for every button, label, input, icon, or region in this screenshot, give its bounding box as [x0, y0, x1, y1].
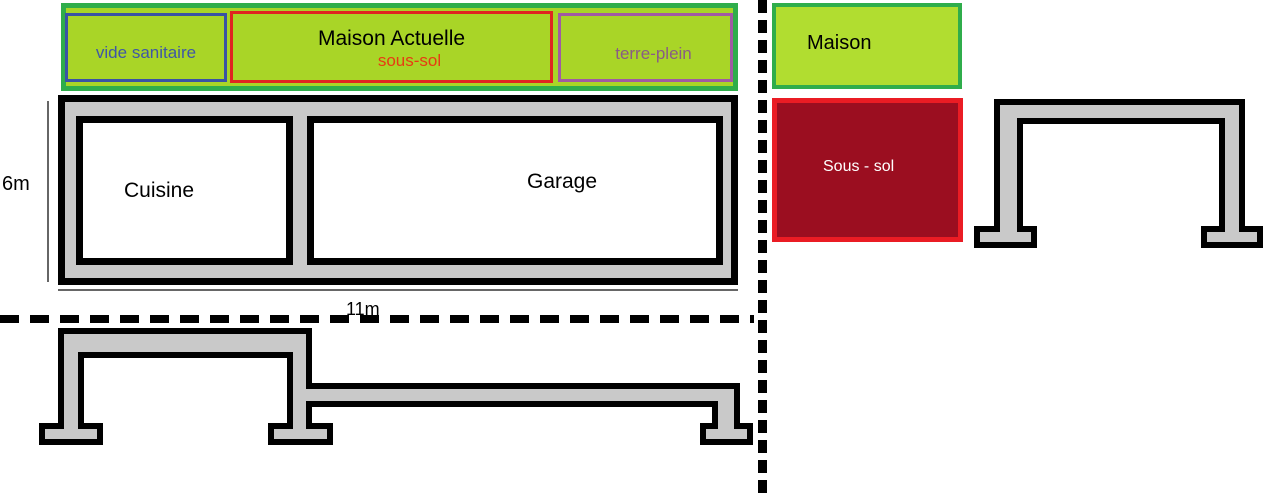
- legend-maison-label: Maison: [807, 32, 872, 54]
- cross-section-right-shape: [974, 99, 1263, 248]
- garage-room: [307, 116, 723, 265]
- legend-sous-sol-box: Sous - sol: [772, 98, 963, 242]
- height-dimension-label: 6m: [2, 173, 30, 195]
- maison-actuelle-strip: [61, 3, 738, 91]
- horizontal-dashed-divider: [0, 315, 754, 323]
- cuisine-room: [76, 116, 293, 265]
- cross-section-left-shape: [39, 328, 753, 445]
- maison-actuelle-label: Maison Actuelle: [317, 27, 466, 50]
- terre-plein-box: terre-plein: [558, 13, 733, 82]
- legend-maison-box: Maison: [772, 3, 962, 89]
- maison-actuelle-box: Maison Actuelle sous-sol: [230, 11, 553, 83]
- width-dimension-label: 11m: [346, 299, 380, 319]
- height-dimension-line: [47, 101, 49, 282]
- sous-sol-sublabel: sous-sol: [377, 51, 442, 70]
- vertical-dashed-divider: [758, 0, 767, 495]
- vide-sanitaire-label: vide sanitaire: [95, 42, 197, 62]
- cuisine-label: Cuisine: [124, 179, 195, 202]
- terre-plein-label: terre-plein: [615, 43, 692, 63]
- garage-label: Garage: [527, 170, 598, 193]
- vide-sanitaire-box: vide sanitaire: [65, 13, 227, 82]
- width-dimension-line: [58, 289, 738, 291]
- legend-sous-sol-label: Sous - sol: [823, 158, 895, 175]
